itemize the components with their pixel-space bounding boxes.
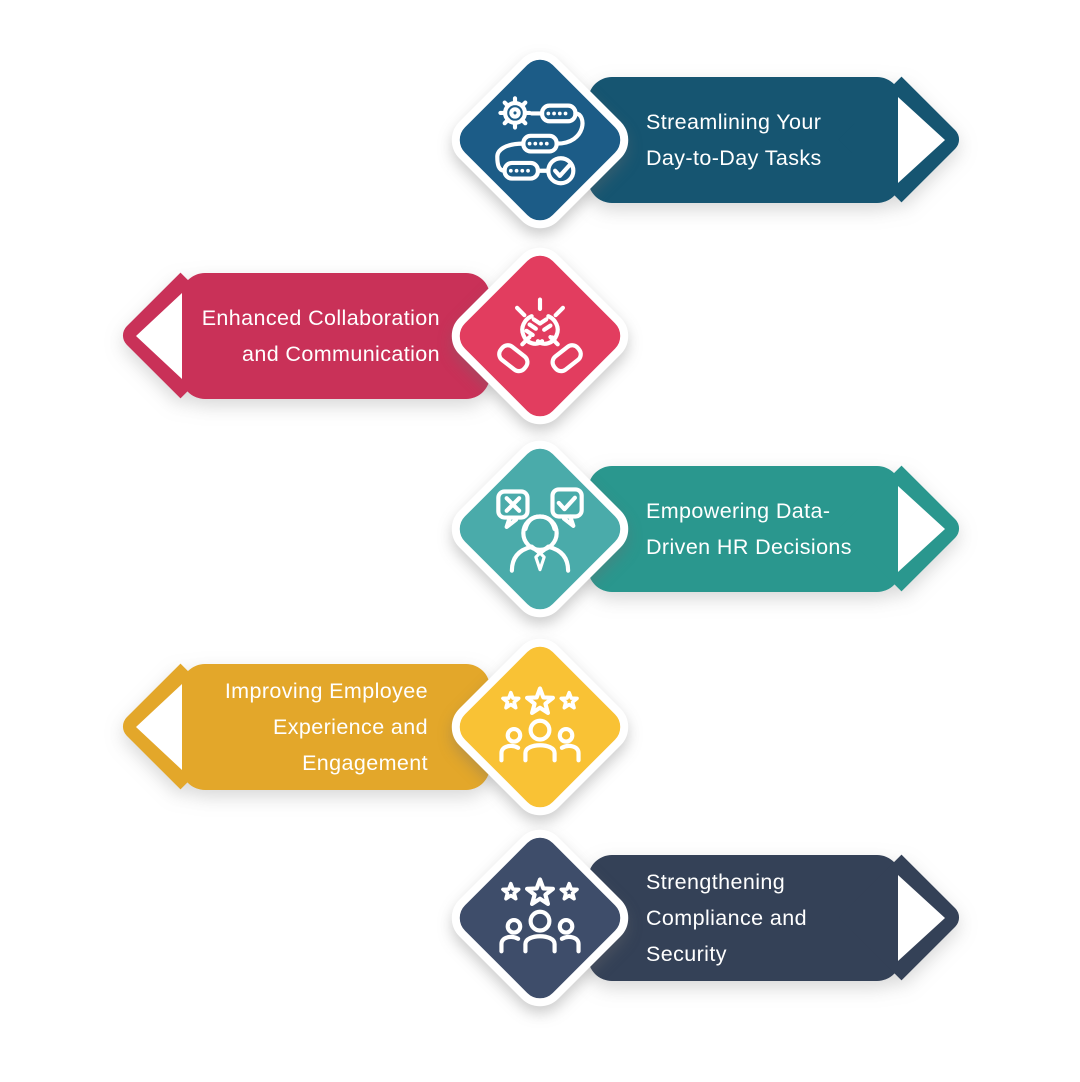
diamond-icon-tile	[441, 41, 639, 239]
diamond-icon-tile	[441, 430, 639, 628]
banner-streamlining: Streamlining Your Day-to-Day Tasks	[588, 76, 965, 203]
workflow-process-icon	[490, 90, 590, 190]
fist-bump-icon	[490, 286, 590, 386]
banner-text-line: Security	[646, 942, 727, 966]
banner-compliance: Strengthening Compliance and Security	[588, 854, 965, 981]
banner-text: Enhanced Collaboration and Communication	[202, 273, 440, 399]
diamond-icon-tile	[441, 819, 639, 1017]
banner-text-line: Streamlining Your	[646, 110, 822, 134]
star-team-icon	[490, 868, 590, 968]
banner-text-line: and Communication	[241, 342, 440, 366]
banner-text: Empowering Data- Driven HR Decisions	[646, 466, 852, 592]
banner-text-line: Empowering Data-	[646, 499, 831, 523]
banner-text: Strengthening Compliance and Security	[646, 855, 807, 981]
banner-data-driven: Empowering Data- Driven HR Decisions	[588, 465, 965, 592]
banner-text-line: Experience and	[272, 715, 428, 739]
banner-text: Streamlining Your Day-to-Day Tasks	[646, 77, 822, 203]
banner-collaboration: Enhanced Collaboration and Communication	[117, 272, 490, 399]
banner-text-line: Engagement	[302, 751, 428, 775]
banner-text-line: Driven HR Decisions	[646, 535, 852, 559]
star-team-icon	[490, 677, 590, 777]
banner-text-line: Enhanced Collaboration	[201, 306, 440, 330]
banner-text-line: Improving Employee	[224, 679, 428, 703]
banner-text-line: Compliance and	[646, 906, 807, 930]
decision-speech-bubbles-icon	[490, 479, 590, 579]
diamond-icon-tile	[441, 628, 639, 826]
banner-text-line: Strengthening	[646, 870, 786, 894]
banner-text: Improving Employee Experience and Engage…	[225, 664, 428, 790]
diamond-icon-tile	[441, 237, 639, 435]
banner-text-line: Day-to-Day Tasks	[646, 146, 822, 170]
banner-employee-experience: Improving Employee Experience and Engage…	[117, 663, 490, 790]
